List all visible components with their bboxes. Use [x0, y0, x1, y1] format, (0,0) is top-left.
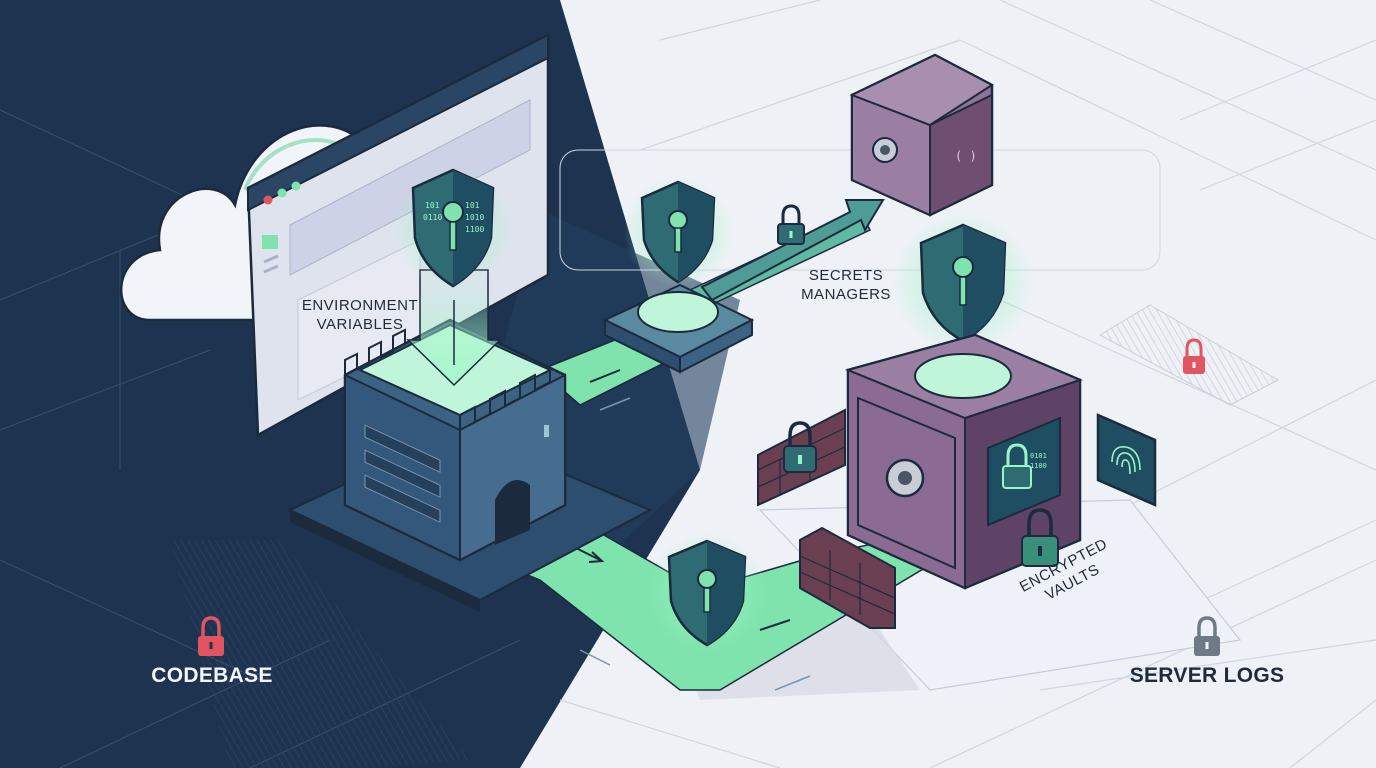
label-server-logs: SERVER LOGS [1129, 664, 1285, 687]
svg-text:( ): ( ) [955, 149, 977, 163]
padlock-icon [783, 421, 817, 473]
shield-key-icon [647, 533, 767, 653]
svg-text:1100: 1100 [1030, 462, 1047, 470]
hatched-patch-server [1098, 304, 1280, 406]
server-red-lock-icon [1183, 338, 1205, 374]
svg-text:0101: 0101 [1030, 452, 1047, 460]
shield-key-icon [893, 213, 1033, 353]
fingerprint-icon [1096, 413, 1157, 507]
shield-key-icon: 101 0110 101 1010 1100 [393, 168, 513, 288]
svg-text:101: 101 [425, 201, 440, 210]
arrow-icon [700, 199, 885, 302]
svg-text:1100: 1100 [465, 225, 484, 234]
svg-text:101: 101 [465, 201, 480, 210]
env-beam [406, 269, 502, 387]
svg-text:1010: 1010 [465, 213, 484, 222]
codebase-red-lock-icon [198, 616, 224, 656]
svg-text:0110: 0110 [423, 213, 442, 222]
label-line: SECRETS [808, 267, 884, 284]
label-line: MANAGERS [801, 286, 891, 303]
label-environment-variables: ENVIRONMENT VARIABLES [296, 296, 424, 334]
label-line: ENVIRONMENT [301, 297, 419, 314]
small-safe: ( ) [849, 53, 994, 217]
castle-tower [287, 318, 653, 612]
secrets-pedestal [602, 283, 755, 374]
label-codebase: CODEBASE [151, 664, 273, 687]
label-secrets-managers: SECRETS MANAGERS [792, 266, 900, 304]
window-min-dot [277, 188, 287, 198]
padlock-icon [1002, 443, 1032, 489]
window-max-dot [291, 181, 301, 191]
hatched-patch-codebase [170, 540, 470, 768]
padlock-icon [777, 204, 805, 245]
padlock-icon [1021, 508, 1059, 567]
shield-key-icon [623, 177, 733, 287]
brick-wall-icon [799, 526, 896, 629]
window-close-dot [263, 195, 273, 205]
label-line: VARIABLES [316, 316, 404, 333]
server-logs-gray-lock-icon [1194, 616, 1220, 656]
